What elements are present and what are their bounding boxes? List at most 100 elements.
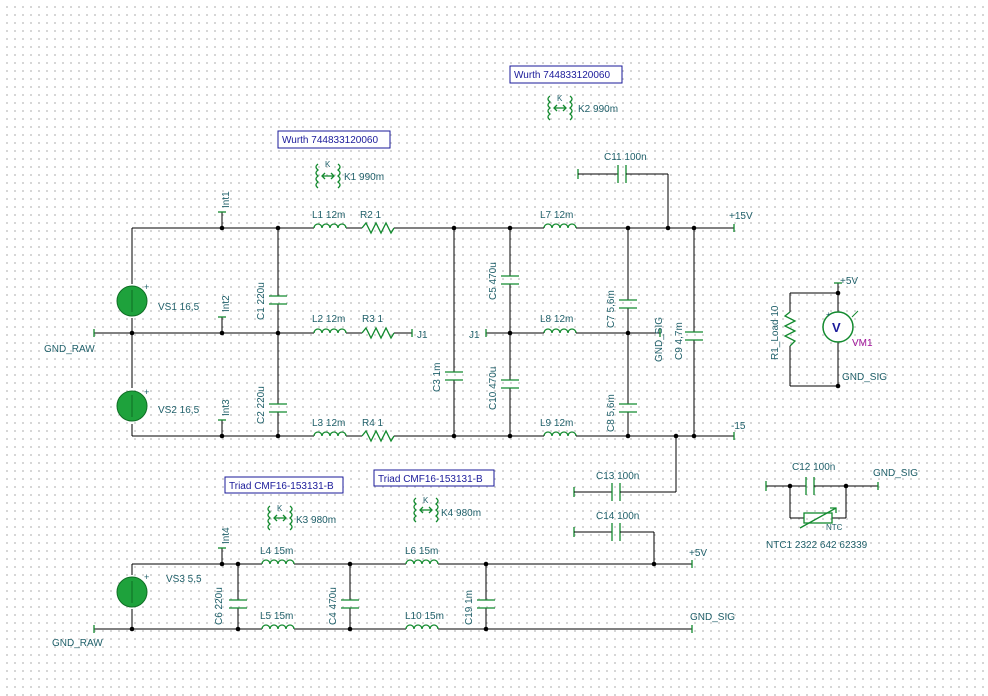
coupling-k1[interactable]: K [315, 160, 341, 189]
vm1-plus: + [826, 310, 831, 319]
capacitor-c2[interactable] [269, 403, 287, 413]
label-vs2: VS2 16,5 [158, 405, 200, 416]
label-c1: C1 220u [256, 282, 267, 320]
net-plus5-bottom: +5V [689, 548, 707, 559]
capacitor-c11[interactable] [578, 165, 630, 183]
capacitors [229, 165, 822, 609]
label-ntc-tag: NTC [826, 523, 843, 532]
label-c10: C10 470u [488, 367, 499, 410]
capacitor-c3[interactable] [445, 371, 463, 381]
svg-text:Wurth 744833120060: Wurth 744833120060 [282, 135, 378, 146]
vs1-source[interactable]: + [116, 282, 149, 317]
label-c19: C19 1m [464, 590, 475, 625]
inductor-l3[interactable] [313, 431, 347, 437]
label-l1: L1 12m [312, 210, 345, 221]
vs2-plus: + [144, 387, 149, 397]
label-ntc1: NTC1 2322 642 62339 [766, 540, 868, 551]
label-r4: R4 1 [362, 418, 384, 429]
label-l2: L2 12m [312, 314, 345, 325]
inductor-l10[interactable] [405, 624, 439, 630]
net-gnd-sig-bottom: GND_SIG [690, 612, 735, 623]
inductor-l2[interactable] [313, 328, 347, 334]
vs2-source[interactable]: + [116, 387, 149, 422]
junction-nodes [129, 225, 849, 632]
capacitor-c4[interactable] [341, 599, 359, 609]
capacitor-c5[interactable] [501, 275, 519, 285]
label-r2: R2 1 [360, 210, 382, 221]
annotation-triad-2[interactable]: Triad CMF16-153131-B [373, 469, 495, 487]
vm1-voltmeter[interactable]: V + [822, 310, 859, 343]
annotation-wurth-2[interactable]: Wurth 744833120060 [509, 65, 623, 84]
net-int4: Int4 [221, 527, 232, 544]
net-gnd-sig-vm: GND_SIG [842, 372, 887, 383]
label-l10: L10 15m [405, 611, 444, 622]
annotation-triad-1[interactable]: Triad CMF16-153131-B [224, 476, 344, 494]
net-plus5-vm: +5V [840, 276, 858, 287]
label-c11: C11 100n [604, 152, 647, 163]
ntc1-thermistor[interactable] [799, 507, 837, 529]
inductor-l5[interactable] [261, 624, 295, 630]
net-minus15: -15 [731, 421, 746, 432]
capacitor-c12[interactable] [805, 477, 822, 495]
capacitor-c10[interactable] [501, 379, 519, 389]
label-l3: L3 12m [312, 418, 345, 429]
label-c9: C9 4,7m [674, 322, 685, 360]
capacitor-c8[interactable] [619, 403, 637, 413]
inductor-l1[interactable] [313, 223, 347, 229]
label-c6: C6 220u [214, 587, 225, 625]
resistor-r2[interactable] [361, 221, 395, 235]
svg-text:Wurth 744833120060: Wurth 744833120060 [514, 70, 610, 81]
label-k3: K3 980m [296, 515, 336, 526]
capacitor-c13[interactable] [574, 483, 630, 501]
voltmeter-v: V [832, 320, 841, 335]
resistors [361, 221, 797, 443]
inductor-l7[interactable] [543, 223, 577, 229]
capacitor-c1[interactable] [269, 295, 287, 305]
resistor-r3[interactable] [361, 326, 395, 340]
wires [94, 173, 878, 630]
capacitor-c6[interactable] [229, 599, 247, 609]
k3-k: K [277, 504, 283, 513]
capacitor-c14[interactable] [574, 523, 630, 541]
coupling-k4[interactable]: K [413, 496, 439, 523]
coupling-k3[interactable]: K [267, 504, 293, 531]
k2-k: K [557, 94, 563, 103]
label-l8: L8 12m [540, 314, 573, 325]
inductor-l6[interactable] [405, 559, 439, 565]
capacitor-c19[interactable] [477, 599, 495, 609]
label-l5: L5 15m [260, 611, 293, 622]
component-labels: VS1 16,5 VS2 16,5 VS3 5,5 L1 12m L2 12m … [158, 104, 873, 625]
inductor-l8[interactable] [543, 328, 577, 334]
vs1-plus: + [144, 282, 149, 292]
label-c8: C8 5,6m [606, 394, 617, 432]
resistor-r1[interactable] [783, 311, 797, 347]
coupling-k2[interactable]: K [547, 94, 573, 121]
vs3-source[interactable]: + [116, 572, 149, 608]
label-c7: C7 5,6m [606, 290, 617, 328]
inductors [261, 223, 578, 630]
label-vs1: VS1 16,5 [158, 302, 200, 313]
net-int2: Int2 [221, 295, 232, 312]
capacitor-c7[interactable] [619, 299, 637, 309]
label-c5: C5 470u [488, 262, 499, 300]
net-j1-left: J1 [469, 330, 480, 341]
label-c12: C12 100n [792, 462, 835, 473]
inductor-l4[interactable] [261, 559, 295, 565]
net-gnd-sig-c12: GND_SIG [873, 468, 918, 479]
label-c2: C2 220u [256, 386, 267, 424]
svg-text:Triad CMF16-153131-B: Triad CMF16-153131-B [378, 474, 483, 485]
resistor-r4[interactable] [361, 429, 395, 443]
k1-k: K [325, 160, 331, 169]
label-l9: L9 12m [540, 418, 573, 429]
net-plus15: +15V [729, 211, 753, 222]
label-c3: C3 1m [432, 363, 443, 392]
capacitor-c9[interactable] [685, 331, 703, 341]
net-gnd-raw-top: GND_RAW [44, 344, 95, 355]
annotation-wurth-1[interactable]: Wurth 744833120060 [277, 130, 391, 149]
inductor-l9[interactable] [543, 431, 577, 437]
label-vs3: VS3 5,5 [166, 574, 202, 585]
net-labels: Int1 Int2 Int3 Int4 GND_SIG J1 J1 GND_RA… [44, 191, 918, 649]
label-vm1: VM1 [852, 338, 873, 349]
label-k1: K1 990m [344, 172, 384, 183]
